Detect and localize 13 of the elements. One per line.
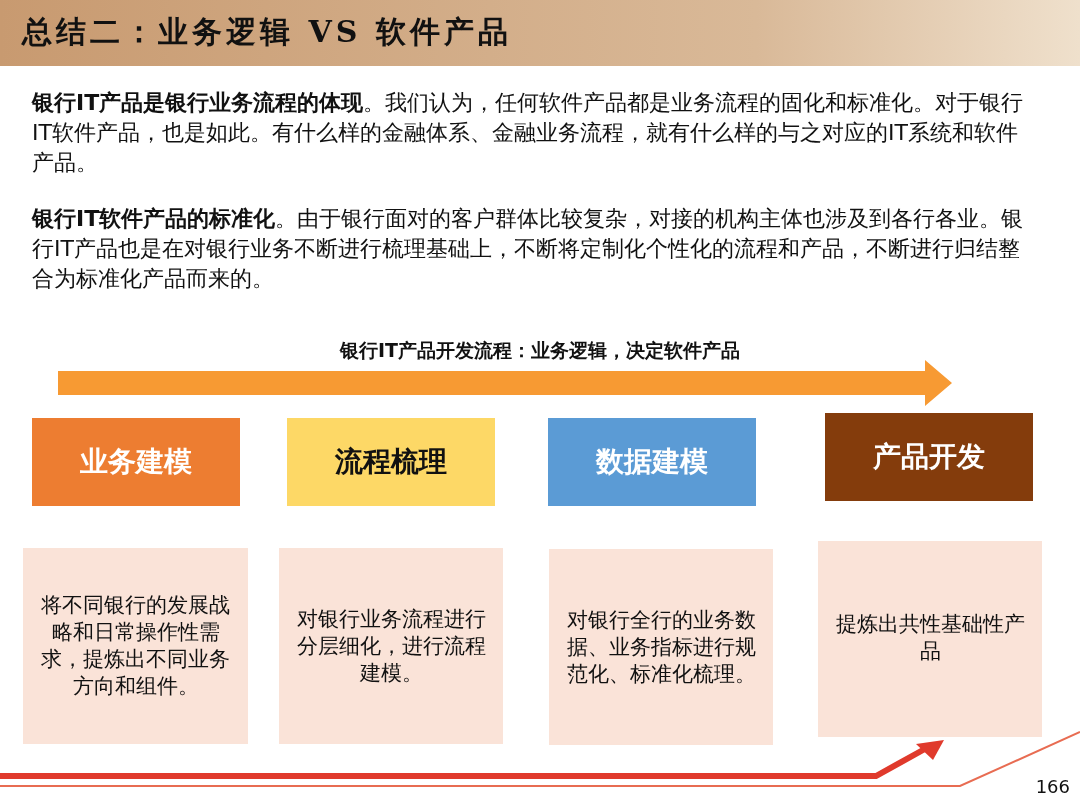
description-card: 将不同银行的发展战略和日常操作性需求，提炼出不同业务方向和组件。 bbox=[23, 548, 248, 744]
process-box: 产品开发 bbox=[825, 413, 1033, 501]
page-number: 166 bbox=[1034, 776, 1070, 797]
arrow-caption: 银行IT产品开发流程：业务逻辑，决定软件产品 bbox=[338, 338, 741, 363]
paragraph: 银行IT产品是银行业务流程的体现。我们认为，任何软件产品都是业务流程的固化和标准化。对于银行IT软件产品，也是如此。有什么样的金融体系、金融业务流程，就有什么样的与之对应的IT系统和软件产品。 bbox=[32, 89, 1025, 177]
description-card: 对银行全行的业务数据、业务指标进行规范化、标准化梳理。 bbox=[549, 549, 773, 745]
process-box: 业务建模 bbox=[32, 418, 240, 506]
description-card: 提炼出共性基础性产品 bbox=[818, 541, 1042, 737]
slide-title: 总结二：业务逻辑 VS 软件产品 bbox=[22, 13, 512, 51]
paragraph: 银行IT软件产品的标准化。由于银行面对的客户群体比较复杂，对接的机构主体也涉及到各行各业。银行IT产品也是在对银行业务不断进行梳理基础上，不断将定制化个性化的流程和产品，不断进行归结整合为标准化产品而来的。 bbox=[32, 205, 1025, 293]
description-card: 对银行业务流程进行分层细化，进行流程建模。 bbox=[279, 548, 503, 744]
process-box: 数据建模 bbox=[548, 418, 756, 506]
process-box: 流程梳理 bbox=[287, 418, 495, 506]
